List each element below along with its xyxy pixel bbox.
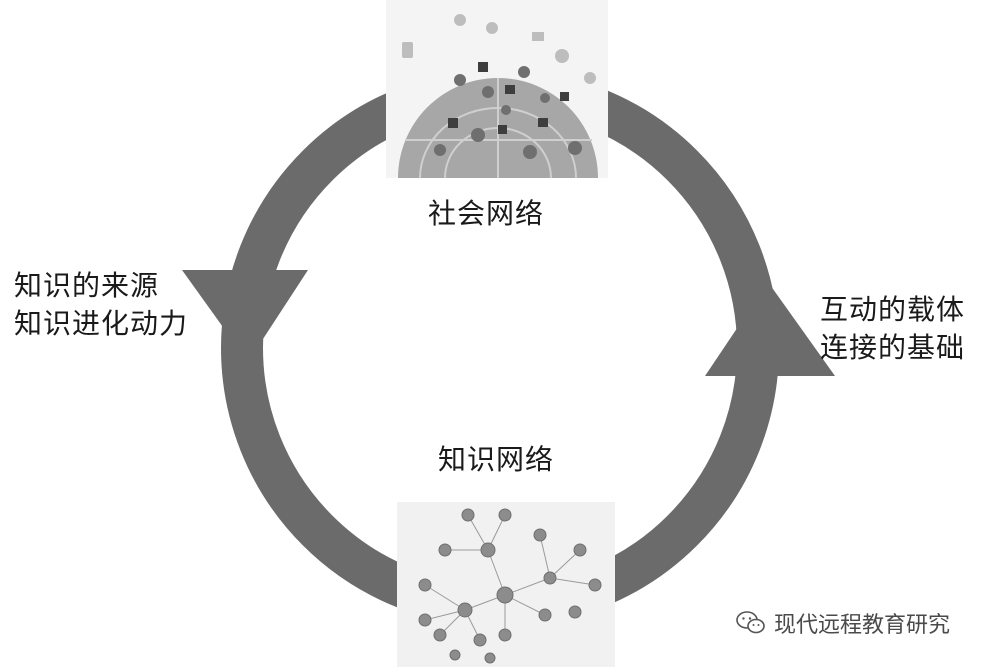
right-annotation-line2: 连接的基础 (820, 330, 965, 366)
knowledge-network-image (397, 502, 615, 667)
watermark: 现代远程教育研究 (736, 606, 950, 640)
bottom-node-label: 知识网络 (438, 442, 554, 478)
left-annotation-line1: 知识的来源 (14, 268, 159, 304)
right-annotation-line1: 互动的载体 (820, 292, 965, 328)
arrowhead-left-down (182, 270, 308, 362)
arrowhead-right-up (705, 282, 835, 376)
social-network-image (386, 0, 608, 178)
watermark-text: 现代远程教育研究 (774, 607, 950, 639)
wechat-icon (736, 610, 766, 636)
left-annotation-line2: 知识进化动力 (14, 306, 188, 342)
top-node-label: 社会网络 (428, 196, 544, 232)
